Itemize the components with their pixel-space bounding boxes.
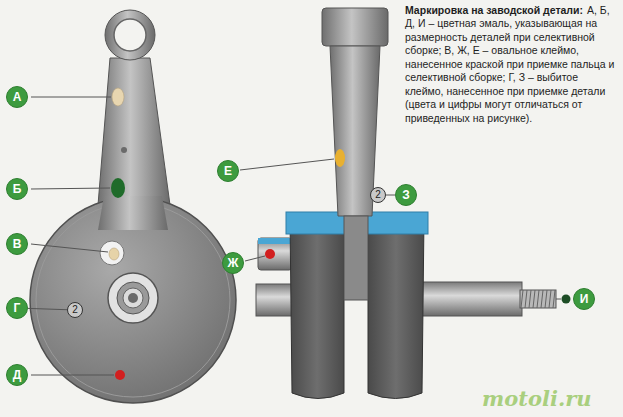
watermark: motoli.ru bbox=[482, 386, 592, 411]
thread-stroke bbox=[525, 290, 527, 308]
node-text: 2 bbox=[375, 190, 381, 200]
enamel-mark bbox=[112, 88, 124, 106]
shaft-left bbox=[256, 284, 296, 316]
node-text: Д bbox=[13, 369, 22, 381]
crankpin-ring bbox=[108, 273, 158, 323]
callout-letter: И bbox=[573, 288, 595, 310]
node-text: З bbox=[402, 189, 410, 201]
crankpin-nut bbox=[117, 282, 149, 314]
node-text: Е bbox=[224, 165, 232, 177]
node-text: Б bbox=[13, 183, 22, 195]
thread-stroke bbox=[537, 290, 539, 308]
enamel-mark bbox=[562, 295, 571, 304]
thread-stroke bbox=[541, 290, 543, 308]
thread-strokes bbox=[521, 290, 555, 308]
enamel-mark bbox=[115, 370, 125, 380]
crank-disc bbox=[30, 197, 236, 403]
callout-letter: Б bbox=[6, 178, 28, 200]
small-end-bore bbox=[114, 19, 146, 51]
bearing-block bbox=[258, 238, 292, 270]
leader-line bbox=[28, 308, 67, 309]
callout-letter: Е bbox=[217, 160, 239, 182]
leader-line bbox=[556, 299, 561, 300]
node-text: В bbox=[13, 238, 22, 250]
small-end bbox=[105, 10, 155, 60]
crank-web bbox=[368, 218, 424, 399]
oval-stamp bbox=[335, 149, 345, 167]
thread-stroke bbox=[533, 290, 535, 308]
leader-line bbox=[386, 195, 395, 196]
crankpin-thread bbox=[123, 288, 143, 308]
note-body: А, Б, Д, И – цветная эмаль, указывающая … bbox=[405, 4, 614, 124]
stamp-number: 2 bbox=[370, 187, 386, 203]
shaft-thread bbox=[520, 290, 556, 308]
thread-stroke bbox=[553, 290, 555, 308]
callout-letter: Г bbox=[6, 297, 28, 319]
callout-letter: А bbox=[6, 86, 28, 108]
callout-letter: Д bbox=[6, 364, 28, 386]
node-text: Г bbox=[14, 302, 21, 314]
oil-hole bbox=[121, 147, 127, 153]
crankpin-hole bbox=[128, 293, 138, 303]
rod-small-end bbox=[322, 8, 388, 46]
shaft-right bbox=[420, 282, 522, 316]
oval-stamp bbox=[265, 249, 275, 259]
thread-stroke bbox=[529, 290, 531, 308]
enamel-mark bbox=[111, 178, 125, 198]
leader-line bbox=[31, 97, 111, 98]
note-block: Маркировка на заводской детали:А, Б, Д, … bbox=[405, 4, 619, 125]
thread-stroke bbox=[521, 290, 523, 308]
leader-line bbox=[31, 244, 108, 252]
callout-letter: В bbox=[6, 233, 28, 255]
thread-stroke bbox=[549, 290, 551, 308]
bearing-ring bbox=[286, 212, 346, 234]
node-text: 2 bbox=[72, 305, 78, 315]
crank-web bbox=[290, 218, 344, 399]
pin-bore bbox=[100, 241, 124, 265]
node-text: И bbox=[580, 293, 589, 305]
node-text: Ж bbox=[228, 257, 239, 269]
bearing-band bbox=[258, 238, 292, 244]
leader-line bbox=[31, 375, 114, 376]
rod-shank bbox=[98, 58, 170, 205]
bearing-ring bbox=[366, 212, 428, 234]
disc-rim bbox=[36, 203, 230, 397]
thread-stroke bbox=[545, 290, 547, 308]
rod-big-end bbox=[344, 216, 368, 300]
callout-letter: Ж bbox=[222, 252, 244, 274]
rod-base bbox=[98, 196, 168, 230]
leader-line bbox=[240, 159, 334, 170]
leader-line bbox=[245, 256, 265, 261]
callout-letter: З bbox=[395, 184, 417, 206]
oval-stamp bbox=[109, 248, 119, 260]
leader-line bbox=[31, 188, 110, 189]
note-heading: Маркировка на заводской детали: bbox=[405, 4, 583, 16]
stamp-number: 2 bbox=[67, 302, 83, 318]
node-text: А bbox=[13, 91, 22, 103]
